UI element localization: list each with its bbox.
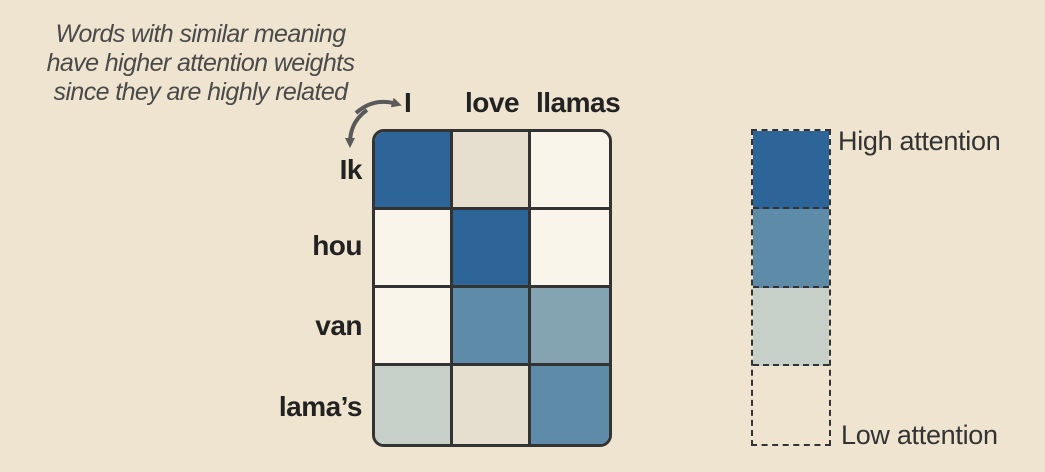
matrix-cell-r3-c1: [453, 366, 531, 444]
legend-high-label: High attention: [838, 126, 1001, 156]
annotation-line-1: Words with similar meaning: [55, 20, 346, 48]
column-label-i: I: [404, 87, 412, 118]
matrix-cell-r3-c2: [531, 366, 609, 444]
matrix-cell-r2-c2: [531, 288, 609, 366]
matrix-cell-r2-c0: [375, 288, 453, 366]
matrix-cell-r2-c1: [453, 288, 531, 366]
column-label-llamas: llamas: [536, 87, 621, 118]
column-label-love: love: [465, 87, 520, 118]
annotation-line-2: have higher attention weights: [46, 49, 355, 77]
matrix-cell-r3-c0: [375, 366, 453, 444]
legend-swatch-2: [753, 287, 829, 366]
row-label-hou: hou: [312, 230, 362, 261]
attention-legend: [751, 129, 831, 446]
matrix-cell-r0-c2: [531, 132, 609, 210]
legend-swatch-0: [753, 131, 829, 210]
legend-low-label: Low attention: [841, 420, 998, 450]
matrix-cell-r1-c0: [375, 210, 453, 288]
legend-swatch-1: [753, 209, 829, 288]
row-label-ik: Ik: [339, 154, 363, 185]
row-label-van: van: [315, 310, 362, 341]
arrow-to-columns-icon: [354, 97, 402, 115]
legend-swatch-3: [753, 365, 829, 444]
matrix-cell-r1-c1: [453, 210, 531, 288]
matrix-cell-r0-c1: [453, 132, 531, 210]
annotation-text: Words with similar meaning have higher a…: [28, 20, 373, 107]
annotation-line-3: since they are highly related: [53, 78, 349, 106]
arrow-to-rows-icon: [345, 108, 369, 148]
row-label-lamas: lama’s: [278, 391, 363, 422]
attention-matrix: [372, 129, 612, 447]
matrix-cell-r0-c0: [375, 132, 453, 210]
matrix-cell-r1-c2: [531, 210, 609, 288]
